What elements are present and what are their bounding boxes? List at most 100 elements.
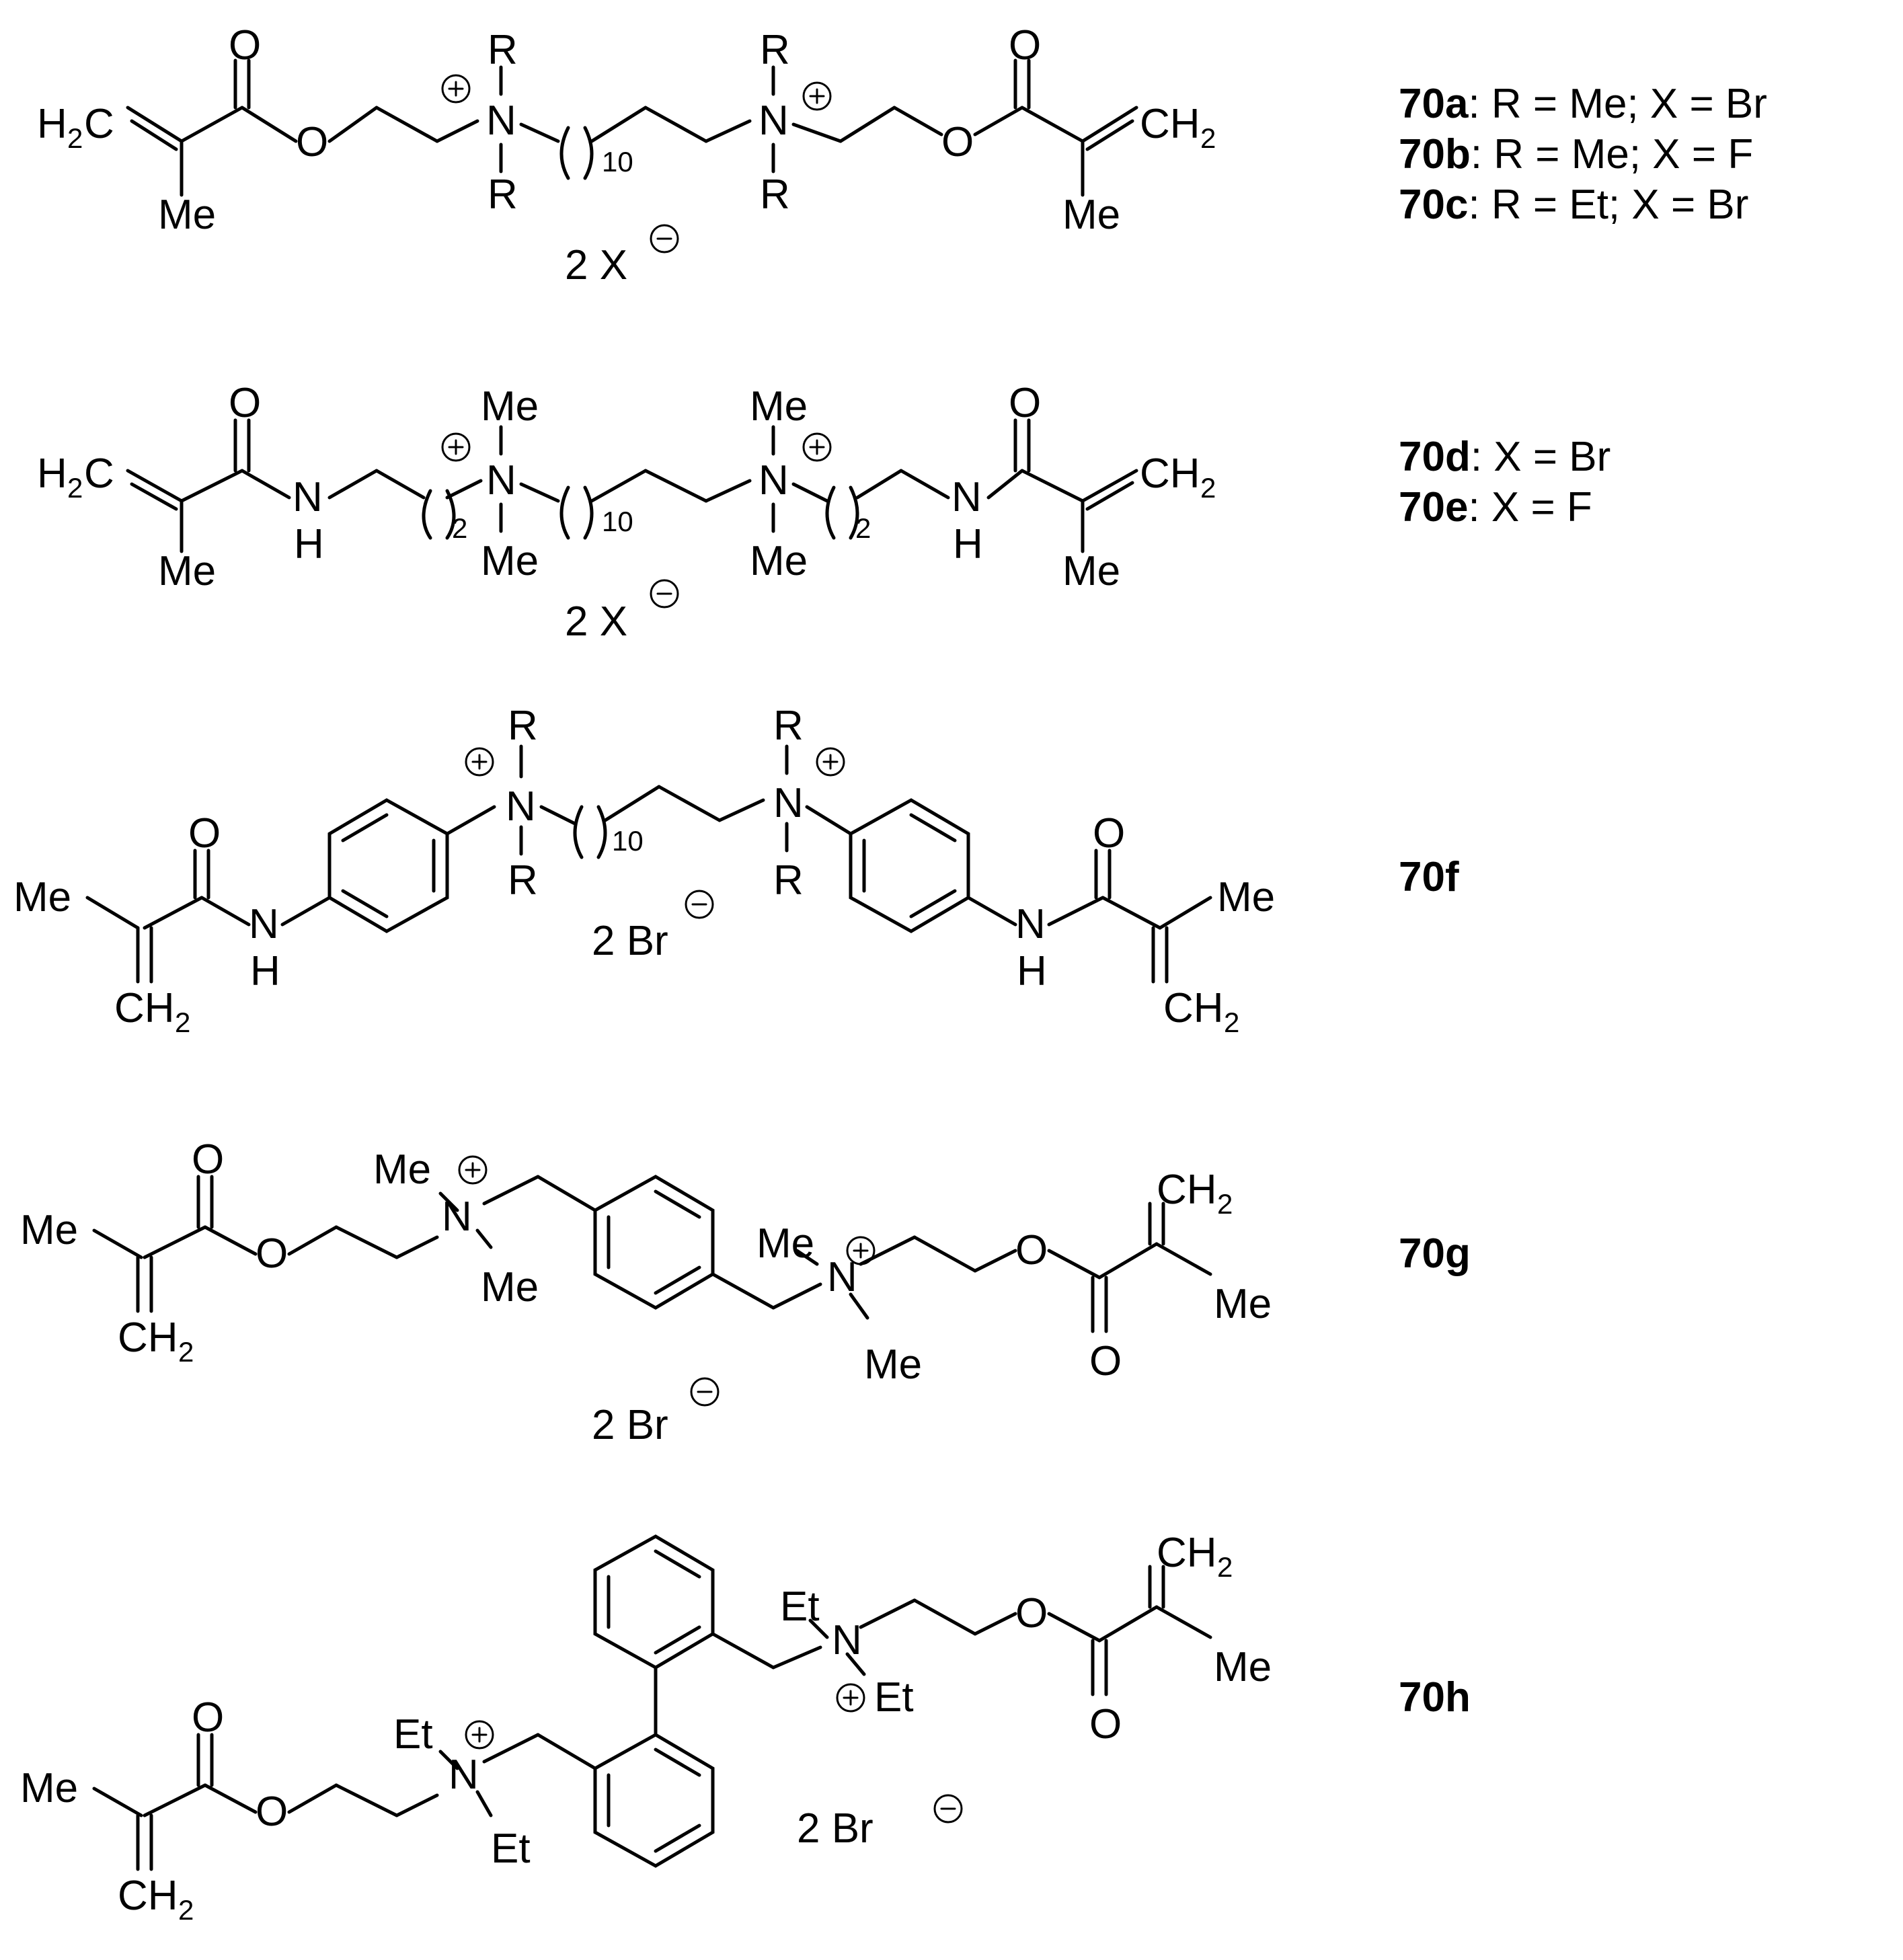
- svg-text:C: C: [84, 450, 114, 497]
- svg-text:N: N: [249, 901, 279, 947]
- svg-text:C: C: [84, 101, 114, 147]
- svg-text:N: N: [486, 97, 516, 144]
- svg-text:N: N: [449, 1752, 479, 1798]
- svg-text:O: O: [296, 119, 328, 165]
- svg-text:N: N: [442, 1193, 472, 1240]
- svg-text:O: O: [1009, 22, 1041, 69]
- svg-text:O: O: [941, 119, 974, 165]
- svg-text:2: 2: [855, 512, 871, 544]
- svg-text:CH: CH: [1157, 1167, 1217, 1213]
- structure-70a-c: [126, 58, 1138, 197]
- svg-text:10: 10: [602, 506, 633, 537]
- svg-text:O: O: [1093, 810, 1125, 857]
- label-70g: 70g: [1399, 1230, 1471, 1277]
- svg-text:H: H: [250, 948, 280, 994]
- svg-text:O: O: [192, 1136, 224, 1183]
- svg-text:N: N: [832, 1617, 862, 1663]
- svg-text:Et: Et: [491, 1826, 531, 1872]
- svg-text:H: H: [294, 521, 324, 567]
- svg-text:Me: Me: [1217, 874, 1275, 920]
- svg-text:H: H: [1017, 948, 1047, 994]
- svg-text:O: O: [188, 810, 221, 857]
- svg-text:R: R: [773, 703, 804, 749]
- svg-text:Me: Me: [1062, 548, 1120, 594]
- svg-text:2: 2: [175, 1007, 190, 1038]
- label-70b: 70b: R = Me; X = F: [1399, 131, 1753, 178]
- counterion-70f: 2 Br: [592, 918, 668, 964]
- svg-text:Me: Me: [481, 1264, 539, 1310]
- svg-text:O: O: [1009, 380, 1041, 426]
- svg-text:O: O: [1015, 1590, 1048, 1637]
- svg-text:Me: Me: [1214, 1644, 1272, 1690]
- svg-text:CH: CH: [1163, 985, 1224, 1031]
- svg-text:Me: Me: [864, 1341, 922, 1388]
- label-70f: 70f: [1399, 854, 1459, 900]
- svg-text:Me: Me: [756, 1220, 814, 1267]
- svg-text:Me: Me: [13, 874, 71, 920]
- svg-text:CH: CH: [114, 985, 175, 1031]
- counterion-70a-c: 2 X: [565, 242, 627, 288]
- structure-70h: [92, 1534, 1212, 1871]
- label-70a: 70a: R = Me; X = Br: [1399, 81, 1767, 127]
- svg-text:R: R: [508, 857, 538, 904]
- svg-text:O: O: [1089, 1338, 1122, 1384]
- svg-text:2: 2: [1200, 122, 1216, 154]
- svg-text:CH: CH: [118, 1315, 178, 1361]
- svg-text:N: N: [759, 97, 789, 144]
- charge-symbols: [441, 74, 963, 1824]
- svg-text:H: H: [37, 450, 67, 497]
- label-70c: 70c: R = Et; X = Br: [1399, 182, 1748, 228]
- svg-text:2: 2: [1224, 1007, 1239, 1038]
- atom-h2c: H: [37, 101, 67, 147]
- svg-text:N: N: [293, 474, 323, 520]
- svg-text:N: N: [827, 1254, 857, 1300]
- structure-70g: [92, 1175, 1212, 1333]
- svg-text:O: O: [229, 22, 261, 69]
- svg-text:N: N: [506, 783, 536, 830]
- svg-text:R: R: [488, 27, 518, 73]
- svg-text:O: O: [192, 1694, 224, 1741]
- svg-text:Me: Me: [20, 1765, 78, 1811]
- svg-text:H: H: [953, 521, 983, 567]
- svg-text:Me: Me: [158, 192, 216, 238]
- svg-text:Me: Me: [750, 383, 808, 430]
- structure-70d-e: [126, 418, 1138, 553]
- label-70e: 70e: X = F: [1399, 484, 1592, 531]
- label-70d: 70d: X = Br: [1399, 434, 1610, 480]
- svg-text:2: 2: [452, 512, 467, 544]
- svg-text:O: O: [229, 380, 261, 426]
- svg-text:N: N: [773, 780, 804, 826]
- svg-text:Me: Me: [1214, 1281, 1272, 1327]
- svg-text:10: 10: [612, 825, 644, 857]
- svg-text:CH: CH: [1157, 1530, 1217, 1576]
- svg-text:Et: Et: [874, 1674, 914, 1721]
- svg-text:CH: CH: [1140, 450, 1200, 497]
- svg-text:R: R: [760, 171, 790, 218]
- svg-text:Me: Me: [158, 548, 216, 594]
- svg-text:N: N: [759, 457, 789, 504]
- svg-text:Me: Me: [481, 538, 539, 584]
- svg-text:2: 2: [67, 472, 83, 504]
- counterion-70h: 2 Br: [797, 1805, 873, 1852]
- svg-text:2: 2: [178, 1894, 194, 1926]
- label-70h: 70h: [1399, 1674, 1471, 1721]
- svg-text:O: O: [256, 1230, 288, 1277]
- svg-text:2: 2: [67, 122, 83, 154]
- counterion-70d-e: 2 X: [565, 598, 627, 645]
- svg-text:N: N: [952, 474, 982, 520]
- structure-70f: [85, 744, 1212, 984]
- svg-text:R: R: [773, 857, 804, 904]
- svg-text:Et: Et: [393, 1711, 433, 1758]
- svg-text:Me: Me: [1062, 192, 1120, 238]
- svg-text:R: R: [488, 171, 518, 218]
- svg-text:O: O: [1015, 1227, 1048, 1273]
- svg-text:2: 2: [178, 1336, 194, 1368]
- svg-text:Me: Me: [20, 1207, 78, 1253]
- atom-labels: H 2 C Me O O N R R 10 N R R O O CH 2 Me …: [13, 22, 1767, 1926]
- svg-text:10: 10: [602, 146, 633, 178]
- svg-text:O: O: [256, 1789, 288, 1835]
- svg-text:R: R: [508, 703, 538, 749]
- svg-text:CH: CH: [118, 1873, 178, 1919]
